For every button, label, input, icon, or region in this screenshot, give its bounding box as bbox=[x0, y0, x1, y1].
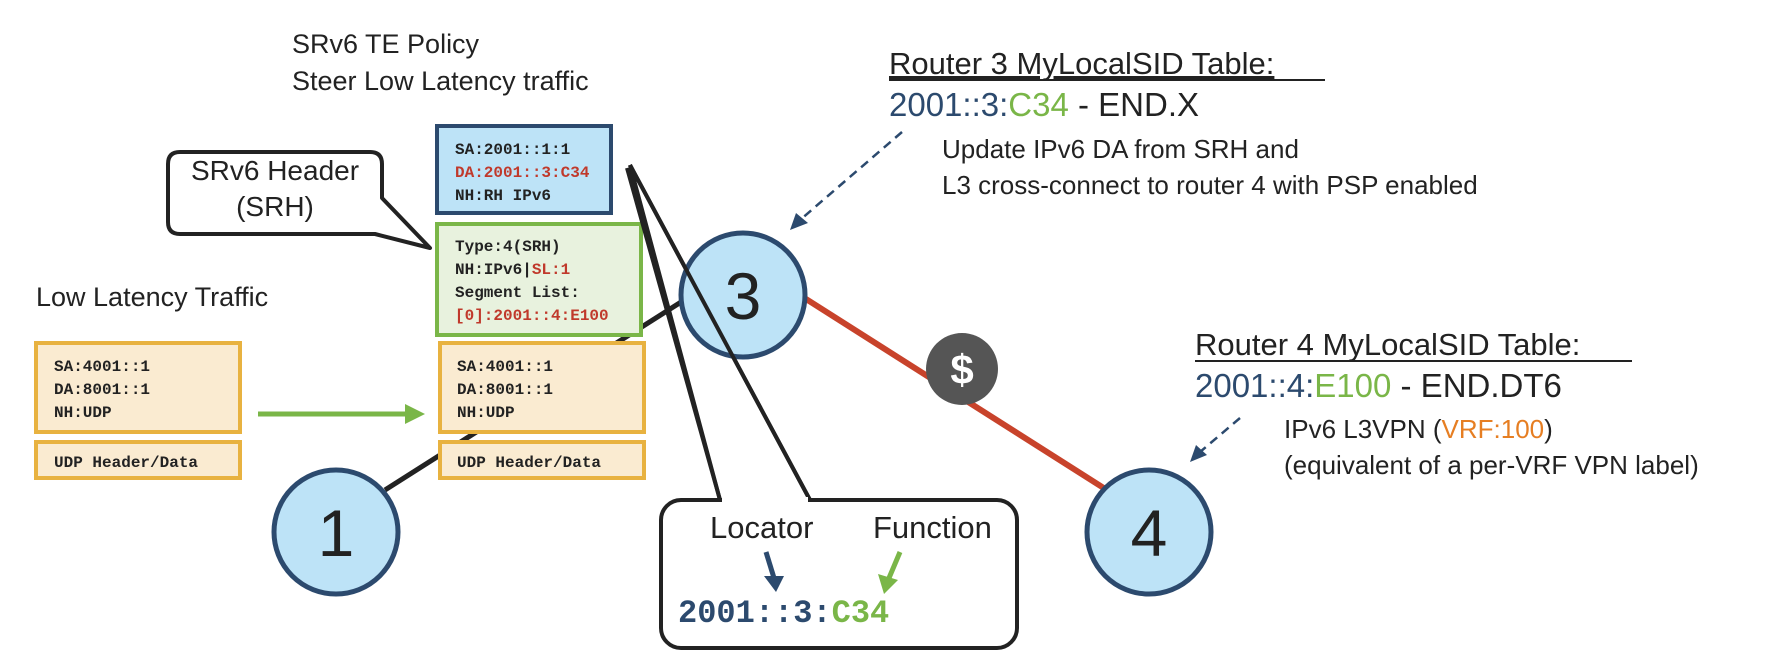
srh-sl: SL:1 bbox=[532, 261, 570, 279]
sid-callout-function-label: Function bbox=[873, 510, 992, 545]
packet-outgoing-payload-label: UDP Header/Data bbox=[457, 454, 601, 472]
router-1-label: 1 bbox=[318, 496, 355, 570]
router-3-sid: 2001::3:C34 - END.X bbox=[889, 86, 1199, 123]
router-4-desc-vrf: VRF:100 bbox=[1442, 414, 1545, 444]
packet-incoming: SA:4001::1 DA:8001::1 NH:UDP UDP Header/… bbox=[34, 341, 242, 480]
router-4-table: Router 4 MyLocalSID Table: 2001::4:E100 … bbox=[1195, 327, 1699, 480]
inner-ipv6-header bbox=[438, 341, 646, 434]
sid-callout-locator-label: Locator bbox=[710, 510, 813, 545]
inner-da: DA:8001::1 bbox=[457, 381, 553, 399]
router-4-desc-suffix: ) bbox=[1544, 414, 1553, 444]
sid-callout-sid: 2001::3:C34 bbox=[678, 595, 889, 632]
router-4-sid-function: E100 bbox=[1314, 367, 1391, 404]
router-4-desc-line2: (equivalent of a per-VRF VPN label) bbox=[1284, 450, 1699, 480]
router-4-label: 4 bbox=[1131, 496, 1168, 570]
sid-pointer-left bbox=[625, 167, 722, 501]
srh-nh-sl: NH:IPv6|SL:1 bbox=[455, 261, 570, 279]
outer-sa: SA:2001::1:1 bbox=[455, 141, 570, 159]
cost-badge-symbol: $ bbox=[950, 346, 973, 393]
router-3-table-title: Router 3 MyLocalSID Table: bbox=[889, 46, 1274, 81]
sid-callout: Locator Function 2001::3:C34 bbox=[659, 497, 1019, 650]
srh-callout-line1: SRv6 Header bbox=[191, 155, 359, 186]
cost-badge: $ bbox=[926, 333, 998, 405]
router-3-sid-function: C34 bbox=[1008, 86, 1069, 123]
router-3-desc-line1: Update IPv6 DA from SRH and bbox=[942, 134, 1299, 164]
router-3-label: 3 bbox=[725, 259, 762, 333]
packet-incoming-payload bbox=[34, 440, 242, 480]
router-4-sid-locator: 2001::4: bbox=[1195, 367, 1314, 404]
packet-incoming-da: DA:8001::1 bbox=[54, 381, 150, 399]
policy-subtitle: Steer Low Latency traffic bbox=[292, 66, 589, 96]
router-1: 1 bbox=[271, 467, 401, 597]
packet-incoming-header bbox=[34, 341, 242, 434]
router-4-sid: 2001::4:E100 - END.DT6 bbox=[1195, 367, 1562, 404]
inner-sa: SA:4001::1 bbox=[457, 358, 553, 376]
router-4-pointer bbox=[1190, 417, 1241, 462]
router-3-table: Router 3 MyLocalSID Table: 2001::3:C34 -… bbox=[889, 46, 1478, 200]
sid-pointer-right bbox=[628, 164, 812, 501]
srh-callout: SRv6 Header (SRH) bbox=[166, 150, 432, 250]
packet-incoming-payload-label: UDP Header/Data bbox=[54, 454, 198, 472]
low-latency-label: Low Latency Traffic bbox=[36, 282, 268, 312]
srh-seglist-label: Segment List: bbox=[455, 284, 580, 302]
outer-ipv6-header bbox=[435, 124, 613, 215]
outer-nh: NH:RH IPv6 bbox=[455, 187, 551, 205]
policy-title: SRv6 TE Policy bbox=[292, 29, 480, 59]
srh-callout-line2: (SRH) bbox=[236, 191, 314, 222]
router-3: 3 bbox=[678, 230, 808, 360]
inner-nh: NH:UDP bbox=[457, 404, 515, 422]
router-4-desc-prefix: IPv6 L3VPN ( bbox=[1284, 414, 1442, 444]
packet-incoming-nh: NH:UDP bbox=[54, 404, 112, 422]
router-4-table-title: Router 4 MyLocalSID Table: bbox=[1195, 327, 1580, 362]
router-3-sid-behavior: - END.X bbox=[1069, 86, 1199, 123]
packet-incoming-sa: SA:4001::1 bbox=[54, 358, 150, 376]
srh-seg0: [0]:2001::4:E100 bbox=[455, 307, 609, 325]
router-4-sid-behavior: - END.DT6 bbox=[1391, 367, 1562, 404]
function-arrow bbox=[878, 551, 903, 594]
forward-arrow bbox=[258, 404, 425, 424]
srh-nh: NH:IPv6| bbox=[455, 261, 532, 279]
router-3-sid-locator: 2001::3: bbox=[889, 86, 1008, 123]
locator-arrow bbox=[763, 551, 784, 592]
router-4-desc-line1: IPv6 L3VPN (VRF:100) bbox=[1284, 414, 1553, 444]
router-4: 4 bbox=[1084, 467, 1214, 597]
packet-outgoing-payload bbox=[438, 440, 646, 480]
outer-da: DA:2001::3:C34 bbox=[455, 164, 590, 182]
sid-callout-function: C34 bbox=[832, 595, 890, 632]
srh-type: Type:4(SRH) bbox=[455, 238, 561, 256]
router-3-desc-line2: L3 cross-connect to router 4 with PSP en… bbox=[942, 170, 1478, 200]
sid-callout-locator: 2001::3: bbox=[678, 595, 832, 632]
router-3-pointer bbox=[790, 131, 903, 230]
srh-header bbox=[435, 222, 643, 337]
packet-outgoing: SA:2001::1:1 DA:2001::3:C34 NH:RH IPv6 T… bbox=[435, 124, 646, 480]
